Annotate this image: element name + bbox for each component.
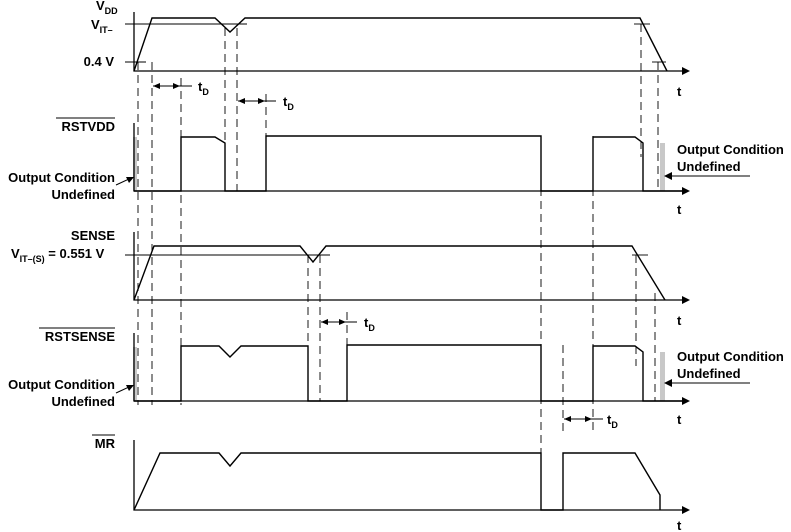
rstvdd-undefined-left-line1: Output Condition: [8, 170, 115, 185]
signal-labels: VDD VIT– 0.4 V RSTVDD SENSE VIT–(S) = 0.…: [11, 0, 118, 451]
mr-label: MR: [95, 436, 116, 451]
delay-label: tD: [283, 94, 294, 112]
delay-labels: tD tD tD tD: [198, 79, 618, 430]
rstsense-undefined-right-line1: Output Condition: [677, 349, 784, 364]
axes: [133, 12, 690, 514]
sense-label: SENSE: [71, 228, 115, 243]
vdd-low-level-label: 0.4 V: [84, 54, 115, 69]
delay-markers: [153, 83, 603, 422]
time-label: t: [677, 202, 682, 217]
rstsense-undefined-band-right: [660, 352, 665, 401]
rstvdd-undefined-band-right: [660, 143, 665, 191]
pointer-arrow: [126, 177, 134, 183]
rstsense-undefined-left-line2: Undefined: [51, 394, 115, 409]
rstsense-undefined-right-line2: Undefined: [677, 366, 741, 381]
rstvdd-undefined-band-left: [133, 137, 137, 191]
rstvdd-undefined-right-line1: Output Condition: [677, 142, 784, 157]
vdd-axis-arrow: [682, 67, 690, 75]
delay-arrow-4: [564, 416, 603, 422]
sense-axis: [133, 232, 686, 301]
pointer-arrow: [664, 172, 672, 180]
delay-label: tD: [607, 412, 618, 430]
vdd-waveform: [133, 17, 668, 72]
threshold-ticks: [125, 23, 666, 256]
mr-waveform: [133, 452, 661, 511]
rstvdd-undefined-left-line2: Undefined: [51, 187, 115, 202]
timing-reference-lines: [137, 24, 659, 461]
delay-arrow-1: [153, 83, 192, 89]
delay-arrow-3: [321, 319, 357, 325]
vdd-threshold-label: VIT–: [91, 17, 113, 35]
pointer-arrow: [664, 379, 672, 387]
rstsense-axis: [133, 333, 686, 402]
rstvdd-waveform: [134, 135, 686, 192]
pointer-arrow: [126, 385, 134, 391]
vdd-label: VDD: [96, 0, 118, 16]
time-label: t: [677, 412, 682, 427]
mr-axis-arrow: [682, 506, 690, 514]
time-axis-labels: t t t t t: [677, 84, 682, 532]
undefined-bands: [133, 137, 665, 401]
delay-label: tD: [198, 79, 209, 97]
undefined-pointers: [115, 172, 750, 394]
sense-axis-arrow: [682, 296, 690, 304]
rstsense-undefined-band-left: [133, 347, 137, 401]
delay-arrow-2: [238, 98, 276, 104]
rstsense-undefined-left-line1: Output Condition: [8, 377, 115, 392]
delay-label: tD: [364, 315, 375, 333]
rstvdd-label: RSTVDD: [62, 119, 115, 134]
time-label: t: [677, 518, 682, 532]
rstsense-waveform: [134, 344, 686, 402]
time-label: t: [677, 84, 682, 99]
sense-threshold-label: VIT–(S) = 0.551 V: [11, 246, 105, 264]
waveforms: [133, 17, 686, 511]
rstsense-label: RSTSENSE: [45, 329, 115, 344]
overbars: [39, 117, 115, 436]
rstvdd-undefined-right-line2: Undefined: [677, 159, 741, 174]
mr-axis: [133, 440, 686, 511]
vdd-axis: [133, 12, 686, 72]
time-label: t: [677, 313, 682, 328]
rstvdd-axis: [133, 123, 686, 192]
sense-waveform: [133, 245, 666, 301]
undefined-labels: Output Condition Undefined Output Condit…: [8, 142, 784, 409]
